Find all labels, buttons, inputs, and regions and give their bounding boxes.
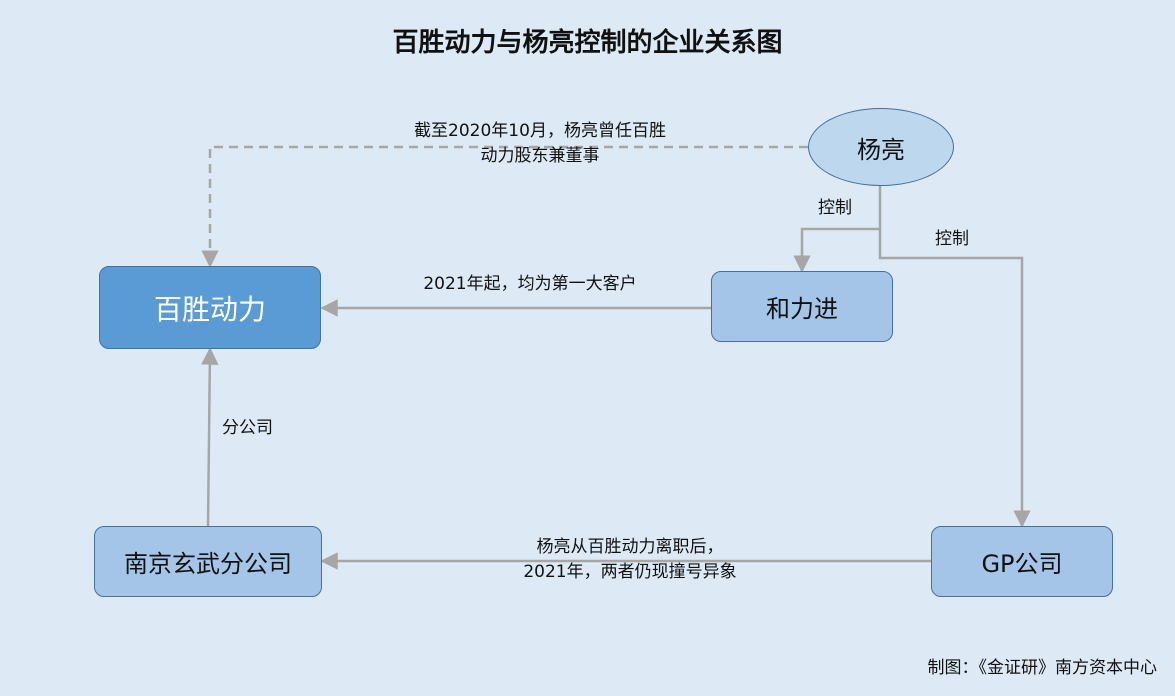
edge-label-nanjing-baisheng: 分公司 (222, 418, 273, 438)
node-baisheng-label: 百胜动力 (153, 292, 266, 326)
edge-label-line-1: 杨亮从百胜动力离职后， (536, 537, 724, 557)
edge-label-yangliang-gp: 控制 (935, 229, 969, 249)
footer-credit: 制图：《金证研》南方资本中心 (927, 658, 1158, 678)
edge-label-yangliang-baisheng: 截至2020年10月，杨亮曾任百胜 动力股东兼董事 (360, 119, 720, 169)
node-helijin-label: 和力进 (766, 295, 838, 323)
edge-yangliang-helijin (793, 186, 882, 273)
edge-label-helijin-baisheng: 2021年起，均为第一大客户 (423, 274, 637, 294)
node-yangliang: 杨亮 (808, 108, 954, 186)
edge-yangliang-baisheng (201, 145, 808, 268)
edge-label-line-1: 截至2020年10月，杨亮曾任百胜 (414, 121, 666, 141)
node-gp: GP公司 (931, 526, 1113, 597)
node-gp-label: GP公司 (981, 550, 1063, 578)
edge-yangliang-gp (878, 229, 1031, 528)
node-helijin: 和力进 (711, 271, 893, 342)
edge-nanjing-baisheng (201, 347, 219, 527)
edge-label-line-2: 动力股东兼董事 (480, 146, 600, 166)
edge-label-gp-nanjing: 杨亮从百胜动力离职后， 2021年，两者仍现撞号异象 (480, 535, 780, 585)
node-nanjing-label: 南京玄武分公司 (124, 550, 292, 578)
node-baisheng: 百胜动力 (99, 266, 321, 349)
diagram-title: 百胜动力与杨亮控制的企业关系图 (392, 28, 783, 58)
node-nanjing: 南京玄武分公司 (94, 526, 322, 597)
node-yangliang-label: 杨亮 (857, 135, 905, 164)
edge-label-line-2: 2021年，两者仍现撞号异象 (523, 562, 737, 582)
edge-label-yangliang-helijin: 控制 (818, 198, 852, 218)
